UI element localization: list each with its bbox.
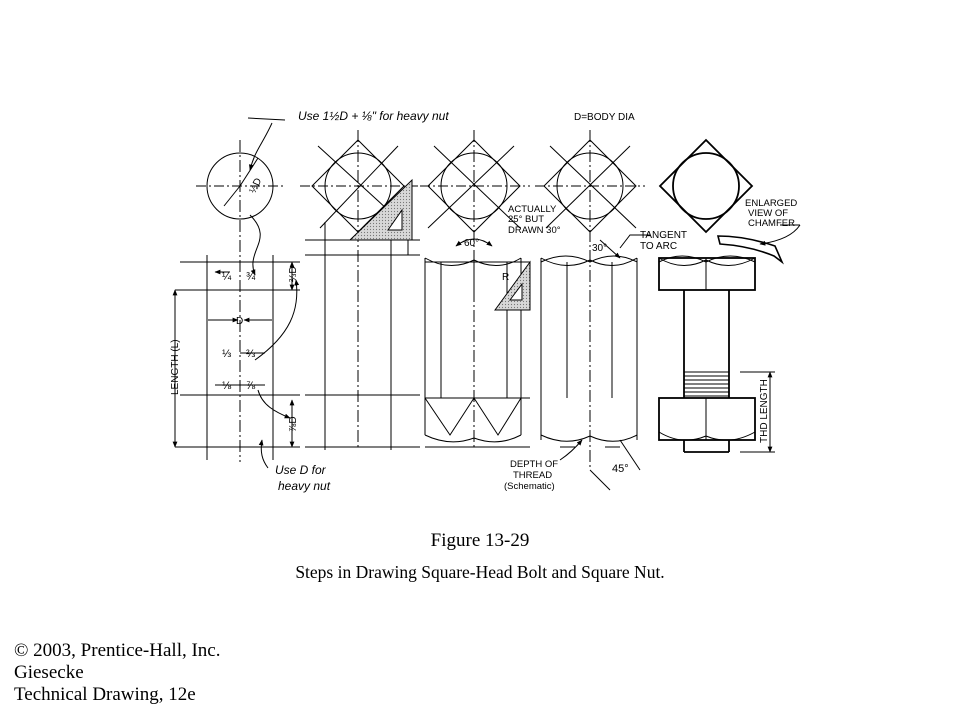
credits-block: © 2003, Prentice-Hall, Inc. Giesecke Tec… bbox=[14, 640, 221, 706]
chamfer-detail bbox=[716, 224, 801, 265]
figure-number: Figure 13-29 bbox=[430, 530, 530, 551]
step-2-construction bbox=[300, 130, 420, 450]
label-body-dia: D=BODY DIA bbox=[574, 112, 635, 123]
label-depth-3: (Schematic) bbox=[504, 481, 555, 492]
label-use-d-2: heavy nut bbox=[278, 479, 331, 493]
drawing-labels: Use 1½D + ⅛" for heavy nut D=BODY DIA AC… bbox=[170, 109, 797, 493]
label-seven-eighths-d: ⅞D bbox=[288, 416, 299, 432]
label-enlarged-2: VIEW OF bbox=[748, 208, 788, 219]
label-frac-1-4: ¼ bbox=[222, 271, 232, 283]
label-depth-2: THREAD bbox=[513, 470, 552, 481]
credit-author: Giesecke bbox=[14, 662, 84, 683]
square-nut bbox=[658, 397, 756, 441]
label-depth-1: DEPTH OF bbox=[510, 459, 558, 470]
label-drawn-30: DRAWN 30° bbox=[508, 225, 561, 236]
triangle-ruler-step3 bbox=[494, 260, 531, 311]
label-angle-45: 45° bbox=[612, 463, 629, 475]
label-two-thirds-d: ⅔D bbox=[288, 266, 299, 282]
step-4-construction bbox=[535, 130, 650, 491]
label-tangent-1: TANGENT bbox=[640, 230, 687, 241]
label-frac-1-8: ⅛ bbox=[222, 380, 232, 392]
thread-lines bbox=[684, 371, 775, 453]
label-frac-1-3: ⅓ bbox=[222, 348, 231, 360]
credit-book: Technical Drawing, 12e bbox=[14, 684, 196, 705]
credit-copyright: © 2003, Prentice-Hall, Inc. bbox=[14, 640, 221, 661]
label-d: D bbox=[236, 316, 243, 327]
label-thd-length: THD LENGTH bbox=[759, 379, 770, 443]
label-angle-60: 60° bbox=[464, 238, 479, 249]
label-frac-3-4: ¾ bbox=[246, 271, 256, 283]
label-enlarged-1: ENLARGED bbox=[745, 198, 797, 209]
label-enlarged-3: CHAMFER bbox=[748, 218, 795, 229]
body-circle-finished bbox=[672, 152, 740, 220]
bolt-head bbox=[658, 257, 756, 291]
label-frac-2-3: ⅔ bbox=[246, 348, 255, 360]
label-frac-7-8: ⅞ bbox=[246, 380, 256, 392]
label-half-d: ½D bbox=[248, 177, 265, 196]
label-heavy-nut-top: Use 1½D + ⅛" for heavy nut bbox=[298, 109, 449, 123]
label-r: R bbox=[502, 272, 509, 283]
label-use-d-1: Use D for bbox=[275, 463, 327, 477]
triangle-ruler-step2 bbox=[348, 178, 413, 241]
step-3-construction bbox=[420, 130, 531, 450]
label-but-25: 25° BUT bbox=[508, 214, 544, 225]
label-actually: ACTUALLY bbox=[508, 204, 557, 215]
label-tangent-2: TO ARC bbox=[640, 241, 677, 252]
figure-caption: Steps in Drawing Square-Head Bolt and Sq… bbox=[295, 562, 665, 582]
step-1-construction bbox=[172, 117, 300, 469]
label-length-l: LENGTH (L) bbox=[170, 339, 181, 395]
finished-bolt-and-nut bbox=[658, 138, 756, 453]
label-angle-30: 30° bbox=[592, 243, 607, 254]
